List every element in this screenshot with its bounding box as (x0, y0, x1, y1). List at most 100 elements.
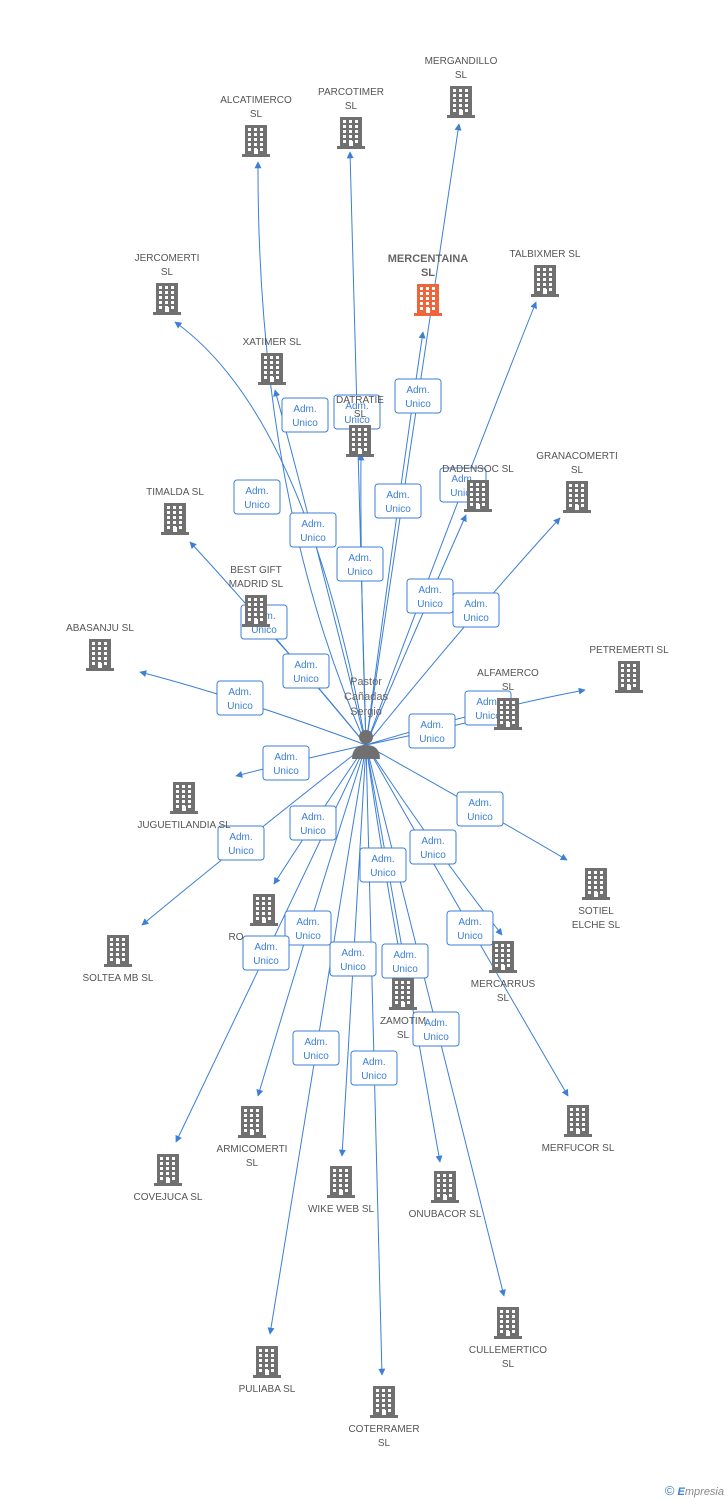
edge-label-text: Unico (419, 734, 445, 745)
company-node-wikeweb[interactable]: WIKE WEB SL (308, 1166, 375, 1215)
company-label: JUGUETILANDIA SL (137, 820, 231, 831)
edge-label-text: Adm. (386, 490, 409, 501)
company-node-timalda[interactable]: TIMALDA SL (146, 487, 204, 535)
edge-label-juguetilandia[interactable]: Adm.Unico (262, 745, 310, 781)
edge-label-wikeweb[interactable]: Adm.Unico (329, 941, 377, 977)
company-node-abasanju[interactable]: ABASANJU SL (66, 623, 134, 671)
person-name: Cañadas (344, 691, 389, 703)
edge-label-mercarrus[interactable]: Adm.Unico (409, 829, 457, 865)
company-label: RO (229, 932, 244, 943)
edge-label-alfamerco[interactable]: Adm.Unico (408, 713, 456, 749)
building-icon (370, 1386, 398, 1418)
edge-label-datratie[interactable]: Adm.Unico (336, 546, 384, 582)
building-icon (250, 894, 278, 926)
edge-label-armicomerti[interactable]: Adm.Unico (284, 910, 332, 946)
company-label: BEST GIFT (230, 565, 282, 576)
company-node-onubacor[interactable]: ONUBACOR SL (409, 1171, 482, 1220)
edge-label-sotiel[interactable]: Adm.Unico (456, 791, 504, 827)
company-label: ELCHE SL (572, 920, 621, 931)
edge-label-text: Unico (300, 533, 326, 544)
company-label: SL (497, 993, 510, 1004)
edge-label-text: Adm. (293, 404, 316, 415)
company-node-ro[interactable]: RO (229, 894, 279, 943)
edge-label-text: Adm. (229, 832, 252, 843)
edge-label-text: Unico (463, 613, 489, 624)
company-label: PARCOTIMER (318, 87, 384, 98)
edge-label-ro[interactable]: Adm.Unico (289, 805, 337, 841)
company-label: JERCOMERTI (135, 253, 200, 264)
edge-label-zamotim[interactable]: Adm.Unico (359, 847, 407, 883)
edge-label-granacomerti[interactable]: Adm.Unico (452, 592, 500, 628)
copyright-symbol: © (664, 1483, 675, 1498)
company-node-juguetilandia[interactable]: JUGUETILANDIA SL (137, 782, 231, 831)
company-node-merfucor[interactable]: MERFUCOR SL (542, 1105, 615, 1154)
edge-label-jercomerti[interactable]: Adm.Unico (281, 397, 329, 433)
company-node-petremerti[interactable]: PETREMERTI SL (589, 645, 669, 693)
company-node-puliaba[interactable]: PULIABA SL (239, 1346, 296, 1395)
company-node-talbixmer[interactable]: TALBIXMER SL (510, 249, 581, 297)
edge-label-xatimer[interactable]: Adm.Unico (289, 512, 337, 548)
company-label: COVEJUCA SL (134, 1192, 203, 1203)
edge-label-text: Unico (251, 625, 277, 636)
edge-label-cullemertico[interactable]: Adm.Unico (412, 1011, 460, 1047)
edge-label-coterramer[interactable]: Adm.Unico (350, 1050, 398, 1086)
company-label: WIKE WEB SL (308, 1204, 375, 1215)
edge-label-text: Unico (303, 1051, 329, 1062)
edge-label-text: Unico (253, 956, 279, 967)
edge-label-text: Unico (228, 846, 254, 857)
edge-label-puliaba[interactable]: Adm.Unico (292, 1030, 340, 1066)
edge-label-text: Adm. (458, 917, 481, 928)
edge-label-covejuca[interactable]: Adm.Unico (242, 935, 290, 971)
company-node-covejuca[interactable]: COVEJUCA SL (134, 1154, 203, 1203)
edge-label-text: Adm. (406, 385, 429, 396)
building-icon (161, 503, 189, 535)
company-label: ZAMOTIM (380, 1016, 426, 1027)
building-icon (242, 595, 270, 627)
company-label: PULIABA SL (239, 1384, 296, 1395)
company-node-xatimer[interactable]: XATIMER SL (243, 337, 302, 385)
edge-label-text: Unico (244, 500, 270, 511)
edge-label-dadensoc[interactable]: Adm.Unico (406, 578, 454, 614)
edge-label-abasanju[interactable]: Adm.Unico (216, 680, 264, 716)
edge-label-text: Unico (457, 931, 483, 942)
edge-label-bestgift[interactable]: Adm.Unico (282, 653, 330, 689)
company-node-soltea[interactable]: SOLTEA MB SL (83, 935, 154, 984)
edge-label-onubacor[interactable]: Adm.Unico (381, 943, 429, 979)
edge-label-mercentaina[interactable]: Adm. Unico (374, 483, 422, 519)
edge-jercomerti (174, 321, 367, 746)
edge-label-text: Adm. (468, 798, 491, 809)
edge-label-mergandillo[interactable]: Adm. Unico (394, 378, 442, 414)
building-icon (494, 698, 522, 730)
edge-label-text: Unico (293, 674, 319, 685)
edge-label-merfucor[interactable]: Adm. Unico (446, 910, 494, 946)
company-node-dadensoc[interactable]: DADENSOC SL (442, 464, 514, 512)
edge-label-text: Unico (340, 962, 366, 973)
nodes-layer: MERGANDILLOSLALCATIMERCOSLPARCOTIMERSLJE… (66, 56, 669, 1449)
company-label: SL (421, 267, 435, 279)
edge-label-alcatimerco[interactable]: Adm.Unico (233, 479, 281, 515)
edge-label-text: Unico (385, 504, 411, 515)
edge-label-text: Adm. (362, 1057, 385, 1068)
edge-label-text: Unico (405, 399, 431, 410)
edge-label-soltea[interactable]: Adm. Unico (217, 825, 265, 861)
edge-label-text: Unico (392, 964, 418, 975)
edge-label-text: Unico (344, 415, 370, 426)
company-label: TALBIXMER SL (510, 249, 581, 260)
